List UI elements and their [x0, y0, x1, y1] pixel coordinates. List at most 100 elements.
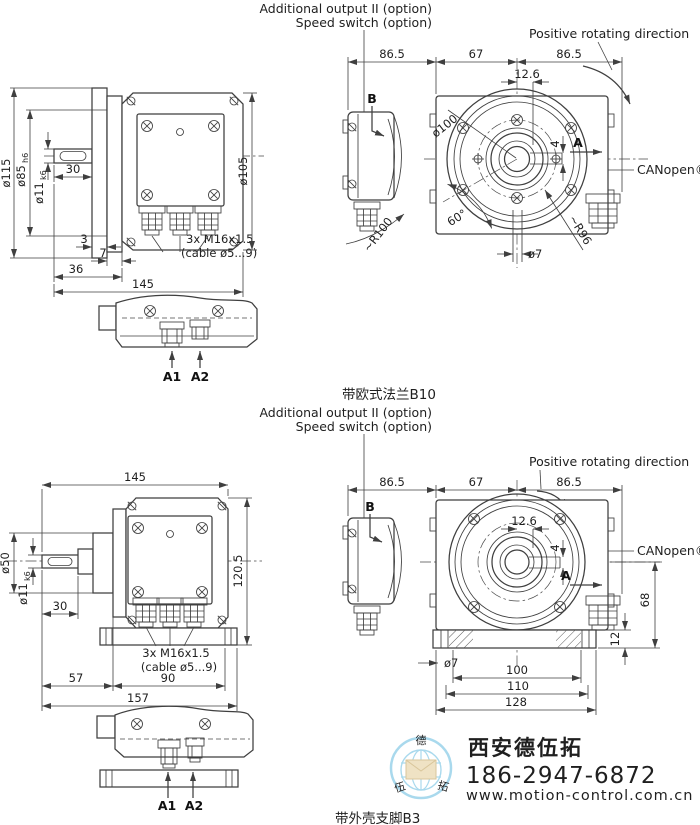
svg-text:12.6: 12.6: [511, 514, 537, 528]
label-positive-rotating: Positive rotating direction: [529, 454, 689, 469]
label-view-a: A: [573, 135, 583, 150]
annotation-block-bottom: Additional output II (option) Speed swit…: [259, 405, 689, 520]
top-bottom-view: A1 A2: [98, 294, 258, 384]
dim-d105: ø105: [236, 92, 257, 251]
dim-r100: ~R100: [345, 213, 405, 254]
label-canopen: CANopen®: [637, 162, 700, 177]
dim-d50: ø50: [0, 532, 93, 594]
vent-hole: [176, 128, 184, 136]
envelope-icon: [405, 759, 437, 780]
label-speed-switch: Speed switch (option): [296, 419, 432, 434]
logo-char-left: 伍: [393, 780, 407, 796]
svg-text:86.5: 86.5: [556, 475, 582, 489]
cable-gland: [159, 321, 185, 348]
label-a1: A1: [163, 369, 181, 384]
svg-text:ø7: ø7: [528, 247, 542, 261]
dim-126: 12.6: [501, 67, 549, 145]
caption-feet-b3: 带外壳支脚B3: [335, 811, 420, 825]
dim-100-110-128: 100 110 128: [435, 650, 597, 715]
shaft-keyway: [59, 151, 87, 161]
label-view-a: A: [561, 568, 571, 583]
gland-note: 3x M16x1.5 (cable ø5...9): [181, 232, 257, 260]
label-a1: A1: [158, 798, 176, 813]
label-view-b: B: [365, 499, 375, 514]
dim-d7: ø7: [497, 210, 542, 262]
bottom-side-view: 145 ø50 ø11 k6 30 120.5: [0, 470, 262, 711]
svg-text:4: 4: [548, 140, 562, 147]
shaft-collar: [77, 548, 94, 575]
svg-text:128: 128: [505, 695, 527, 709]
svg-text:ø7: ø7: [444, 656, 458, 670]
label-speed-switch: Speed switch (option): [296, 15, 432, 30]
svg-text:3x M16x1.5: 3x M16x1.5: [142, 646, 209, 660]
annotation-block-top: Additional output II (option) Speed swit…: [259, 1, 689, 121]
watermark-phone: 186-2947-6872: [466, 763, 657, 789]
dim-145: 145: [53, 252, 244, 297]
rotation-direction-arrow: [582, 65, 631, 105]
svg-text:90: 90: [161, 671, 176, 685]
gland-note: 3x M16x1.5 (cable ø5...9): [141, 646, 217, 674]
front-plate: [112, 508, 127, 618]
watermark: 德 伍 拓 西安德伍拓 186-2947-6872 www.motion-con…: [389, 733, 693, 804]
company-logo: 德 伍 拓: [389, 733, 453, 800]
dim-d11k6: ø11 k6: [32, 132, 54, 204]
svg-text:120.5: 120.5: [231, 555, 245, 588]
svg-text:100: 100: [506, 663, 528, 677]
svg-text:110: 110: [507, 679, 529, 693]
label-view-b: B: [367, 91, 377, 106]
svg-text:ø11: ø11: [16, 583, 30, 605]
svg-text:157: 157: [127, 691, 149, 705]
label-additional-output: Additional output II (option): [259, 405, 432, 420]
svg-text:7: 7: [99, 246, 106, 260]
gland-cable-range: (cable ø5...9): [181, 246, 257, 260]
logo-char-right: 拓: [436, 778, 450, 794]
label-positive-rotating: Positive rotating direction: [529, 26, 689, 41]
foot-plate: [99, 627, 238, 646]
label-additional-output: Additional output II (option): [259, 1, 432, 16]
svg-text:3: 3: [80, 232, 87, 246]
bottom-front-view: B 86.5 67: [342, 475, 700, 715]
dim-1205: 120.5: [228, 497, 252, 646]
svg-text:30: 30: [66, 162, 81, 176]
svg-text:ø115: ø115: [0, 159, 13, 188]
svg-text:67: 67: [469, 475, 484, 489]
svg-text:ø105: ø105: [236, 157, 250, 186]
flange-plate: [91, 87, 108, 259]
svg-text:12: 12: [608, 632, 622, 647]
label-canopen: CANopen®: [637, 543, 700, 558]
label-a2: A2: [191, 369, 209, 384]
watermark-company: 西安德伍拓: [468, 736, 583, 760]
dim-d115: ø115: [0, 87, 92, 259]
svg-text:h6: h6: [21, 153, 30, 163]
flange-spigot: [106, 95, 123, 253]
svg-text:ø50: ø50: [0, 552, 12, 574]
svg-text:k6: k6: [39, 170, 48, 180]
dim-3: 3: [76, 232, 121, 250]
shaft-keyway: [47, 557, 73, 566]
dim-145: 145: [41, 470, 229, 552]
caption-flange-b10: 带欧式法兰B10: [342, 387, 436, 403]
svg-text:36: 36: [69, 262, 84, 276]
watermark-website: www.motion-control.com.cn: [466, 788, 693, 804]
cable-gland: [353, 605, 381, 636]
dim-width-top: 86.5 67 86.5: [347, 47, 623, 192]
svg-text:k6: k6: [23, 571, 32, 581]
section-flange-b10: Additional output II (option) Speed swit…: [0, 1, 700, 403]
side-profile: [347, 517, 395, 605]
svg-text:145: 145: [124, 470, 146, 484]
cable-gland: [157, 739, 181, 769]
dim-d7: ø7: [418, 656, 458, 670]
svg-text:86.5: 86.5: [379, 475, 405, 489]
logo-char-top: 德: [416, 733, 427, 747]
svg-text:67: 67: [469, 47, 484, 61]
svg-text:86.5: 86.5: [379, 47, 405, 61]
mounting-collar: [92, 532, 114, 594]
dim-126: 12.6: [501, 514, 549, 548]
svg-text:145: 145: [132, 277, 154, 291]
dim-d11k6: ø11 k6: [16, 538, 42, 605]
gland-spec: 3x M16x1.5: [186, 232, 253, 246]
svg-text:4: 4: [548, 544, 562, 551]
label-a2: A2: [185, 798, 203, 813]
